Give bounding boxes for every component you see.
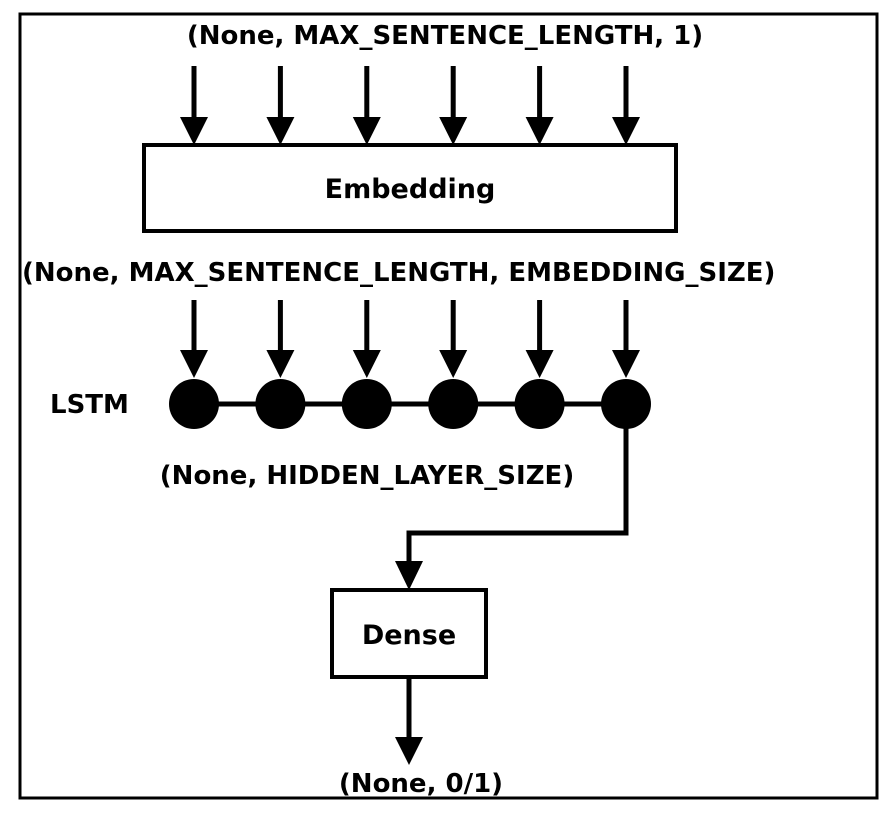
embedding-arrow-2-head xyxy=(266,350,295,378)
embedding-arrow-4-head xyxy=(439,350,468,378)
input-arrow-1-head xyxy=(180,117,208,145)
input-shape-label: (None, MAX_SENTENCE_LENGTH, 1) xyxy=(187,21,703,51)
lstm-cell-1 xyxy=(169,379,219,429)
embedding-output-shape-label: (None, MAX_SENTENCE_LENGTH, EMBEDDING_SI… xyxy=(22,258,775,288)
embedding-to-lstm-arrows xyxy=(180,300,640,378)
input-arrow-2-head xyxy=(266,117,295,145)
lstm-cell-2 xyxy=(255,379,306,429)
input-arrows xyxy=(180,66,640,145)
embedding-layer-label: Embedding xyxy=(325,174,496,205)
dense-layer-label: Dense xyxy=(362,620,456,651)
input-arrow-4-head xyxy=(439,117,468,145)
lstm-cell-3 xyxy=(341,379,392,429)
input-arrow-3-head xyxy=(352,117,381,145)
lstm-cell-5 xyxy=(514,379,565,429)
output-shape-label: (None, 0/1) xyxy=(339,769,503,799)
input-arrow-5-head xyxy=(525,117,554,145)
dense-output-arrowhead xyxy=(395,737,423,765)
embedding-arrow-3-head xyxy=(352,350,381,378)
dense-layer-box xyxy=(330,588,488,679)
embedding-layer-box xyxy=(142,143,678,233)
lstm-cells xyxy=(169,379,651,429)
diagram-content: (None, MAX_SENTENCE_LENGTH, 1) Embedding… xyxy=(22,21,775,799)
input-arrow-6-head xyxy=(612,117,640,145)
lstm-to-dense-arrowhead xyxy=(395,561,423,590)
lstm-cell-6 xyxy=(601,379,651,429)
embedding-arrow-6-head xyxy=(612,350,640,378)
lstm-cell-4 xyxy=(428,379,479,429)
lstm-to-dense-connector xyxy=(406,428,629,562)
embedding-arrow-5-head xyxy=(525,350,554,378)
embedding-arrow-1-head xyxy=(180,350,208,378)
lstm-output-shape-label: (None, HIDDEN_LAYER_SIZE) xyxy=(160,461,574,491)
lstm-layer-label: LSTM xyxy=(50,390,129,420)
